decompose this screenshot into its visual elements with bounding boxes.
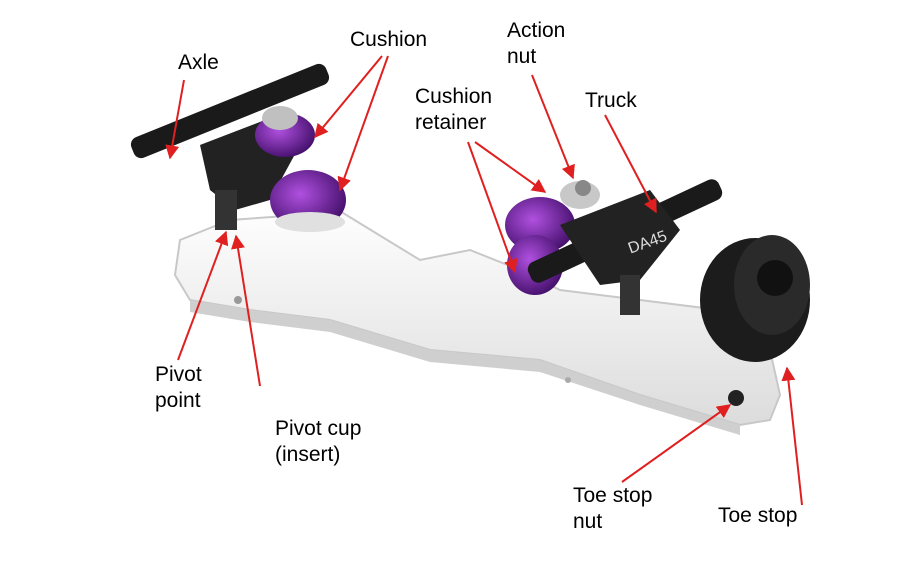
label-truck: Truck bbox=[585, 89, 637, 112]
label-line: Action bbox=[507, 19, 566, 42]
toe-stop-nut bbox=[728, 390, 744, 406]
label-cushion: Cushion bbox=[350, 28, 428, 51]
label-cushion-retainer: Cushion retainer bbox=[415, 84, 492, 136]
label-line: Cushion bbox=[415, 85, 493, 108]
front-truck: DA45 bbox=[505, 179, 723, 315]
label-line: (insert) bbox=[275, 443, 341, 466]
label-action-nut: Action nut bbox=[507, 18, 565, 70]
label-pivot-cup: Pivot cup (insert) bbox=[275, 416, 361, 468]
label-line: Pivot bbox=[155, 363, 202, 386]
rear-truck bbox=[130, 63, 346, 232]
arrows bbox=[165, 55, 803, 506]
label-axle: Axle bbox=[178, 51, 219, 74]
toe-stop bbox=[700, 235, 810, 362]
label-line: point bbox=[155, 389, 201, 412]
label-line: Pivot cup bbox=[275, 417, 362, 440]
plate bbox=[173, 203, 782, 435]
label-line: nut bbox=[573, 510, 603, 533]
label-toe-stop: Toe stop bbox=[718, 504, 798, 527]
label-pivot-point: Pivot point bbox=[155, 362, 202, 414]
label-line: Toe stop bbox=[573, 484, 653, 507]
label-toe-stop-nut: Toe stop nut bbox=[573, 483, 652, 535]
label-line: nut bbox=[507, 45, 537, 68]
label-line: retainer bbox=[415, 111, 487, 134]
